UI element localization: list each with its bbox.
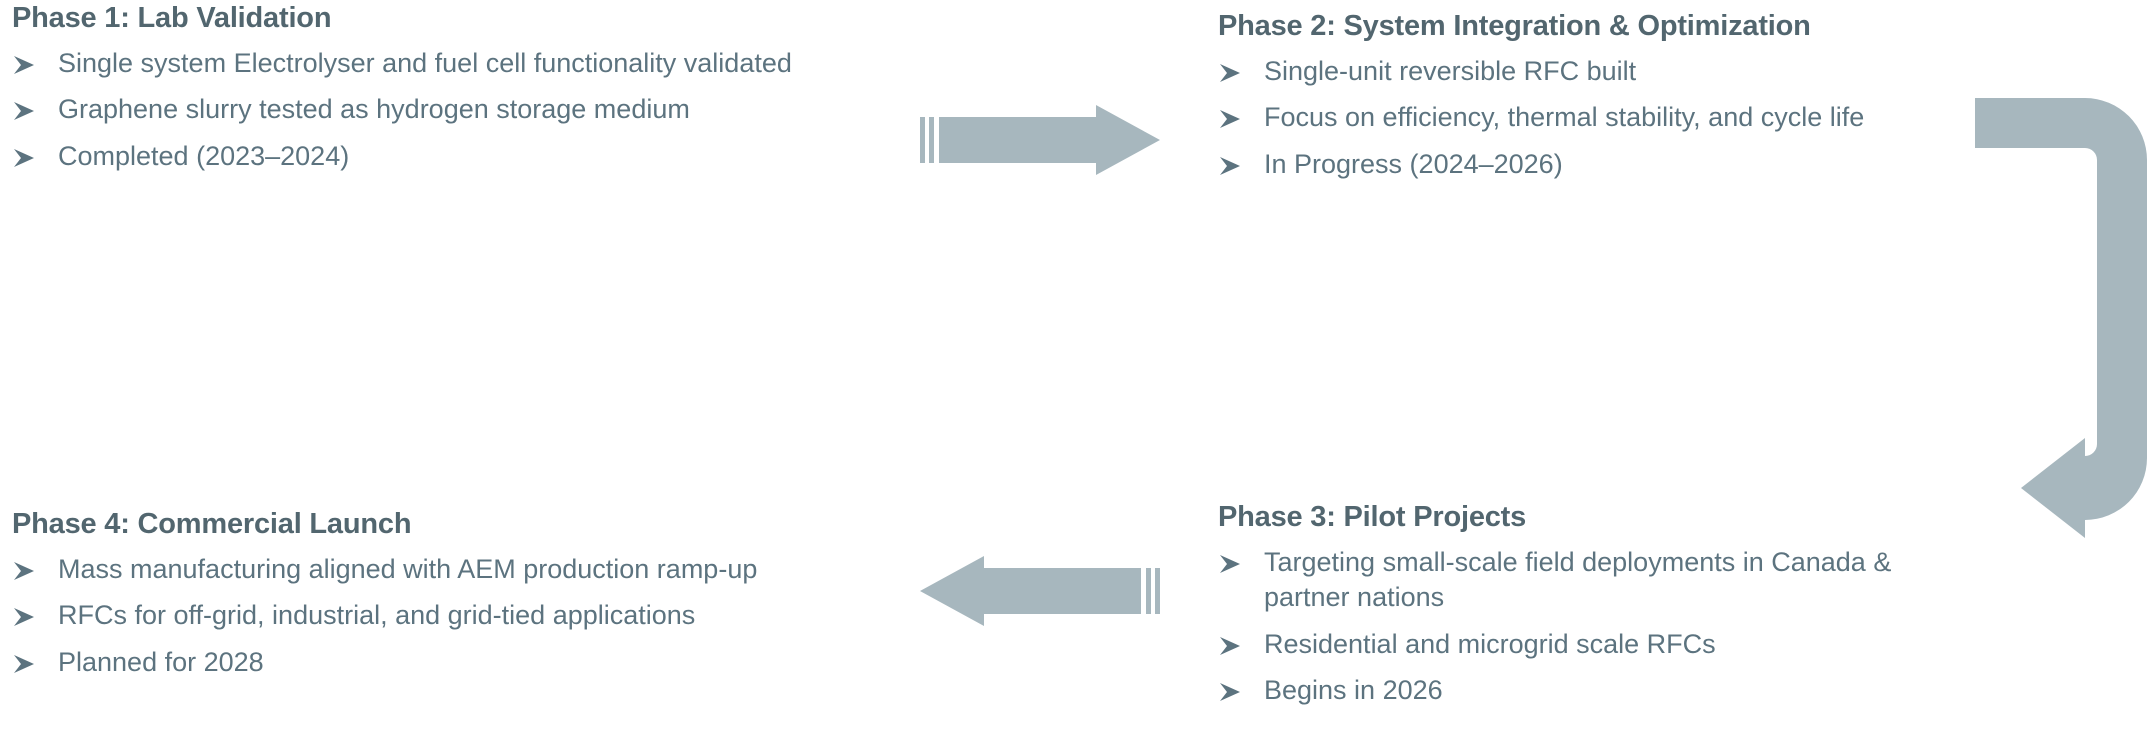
list-item: Mass manufacturing aligned with AEM prod…: [12, 552, 872, 587]
phase-1-bullet-list: Single system Electrolyser and fuel cell…: [12, 46, 872, 173]
list-item-text: RFCs for off-grid, industrial, and grid-…: [58, 600, 696, 631]
arrowhead-bullet-icon: [1218, 545, 1264, 574]
phase-block-3: Phase 3: Pilot Projects Targeting small-…: [1218, 501, 1958, 708]
list-item-text: Focus on efficiency, thermal stability, …: [1264, 102, 1865, 133]
list-item: Planned for 2028: [12, 645, 872, 680]
list-item-text: Mass manufacturing aligned with AEM prod…: [58, 554, 758, 585]
phase-block-1: Phase 1: Lab Validation Single system El…: [12, 2, 872, 174]
right-arrow-icon: [920, 105, 1160, 175]
arrowhead-bullet-icon: [12, 92, 58, 121]
list-item-text: Begins in 2026: [1264, 674, 1443, 705]
list-item: Focus on efficiency, thermal stability, …: [1218, 100, 2008, 135]
list-item-text: Completed (2023–2024): [58, 140, 350, 171]
phase-2-bullet-list: Single-unit reversible RFC built Focus o…: [1218, 54, 2008, 181]
list-item-text: Single system Electrolyser and fuel cell…: [58, 48, 792, 79]
arrowhead-bullet-icon: [1218, 673, 1264, 702]
list-item-text: Targeting small-scale field deployments …: [1264, 547, 1892, 613]
arrowhead-bullet-icon: [12, 139, 58, 168]
list-item: Single-unit reversible RFC built: [1218, 54, 2008, 89]
list-item-text: Graphene slurry tested as hydrogen stora…: [58, 94, 690, 125]
phase-block-2: Phase 2: System Integration & Optimizati…: [1218, 10, 2008, 182]
phase-2-title: Phase 2: System Integration & Optimizati…: [1218, 10, 1811, 42]
list-item-text: In Progress (2024–2026): [1264, 148, 1563, 179]
phase-4-bullet-list: Mass manufacturing aligned with AEM prod…: [12, 552, 872, 679]
list-item-text: Planned for 2028: [58, 646, 264, 677]
arrowhead-bullet-icon: [1218, 54, 1264, 83]
phase-4-title: Phase 4: Commercial Launch: [12, 508, 412, 540]
list-item: Single system Electrolyser and fuel cell…: [12, 46, 872, 81]
phase-1-title: Phase 1: Lab Validation: [12, 2, 332, 34]
arrowhead-bullet-icon: [1218, 100, 1264, 129]
phase-3-bullet-list: Targeting small-scale field deployments …: [1218, 545, 1958, 707]
list-item-text: Residential and microgrid scale RFCs: [1264, 628, 1716, 659]
arrowhead-bullet-icon: [12, 46, 58, 75]
arrowhead-bullet-icon: [12, 552, 58, 581]
list-item: Graphene slurry tested as hydrogen stora…: [12, 92, 872, 127]
arrowhead-bullet-icon: [12, 645, 58, 674]
list-item: Completed (2023–2024): [12, 139, 872, 174]
list-item: Targeting small-scale field deployments …: [1218, 545, 1958, 615]
arrowhead-bullet-icon: [12, 598, 58, 627]
list-item: Begins in 2026: [1218, 673, 1958, 708]
phase-3-title: Phase 3: Pilot Projects: [1218, 501, 1527, 533]
list-item: Residential and microgrid scale RFCs: [1218, 627, 1958, 662]
arrowhead-bullet-icon: [1218, 627, 1264, 656]
arrowhead-bullet-icon: [1218, 147, 1264, 176]
phase-block-4: Phase 4: Commercial Launch Mass manufact…: [12, 508, 872, 680]
list-item: RFCs for off-grid, industrial, and grid-…: [12, 598, 872, 633]
left-arrow-icon: [920, 556, 1160, 626]
list-item-text: Single-unit reversible RFC built: [1264, 56, 1637, 87]
curved-down-left-arrow-icon: [1975, 98, 2147, 538]
list-item: In Progress (2024–2026): [1218, 147, 2008, 182]
